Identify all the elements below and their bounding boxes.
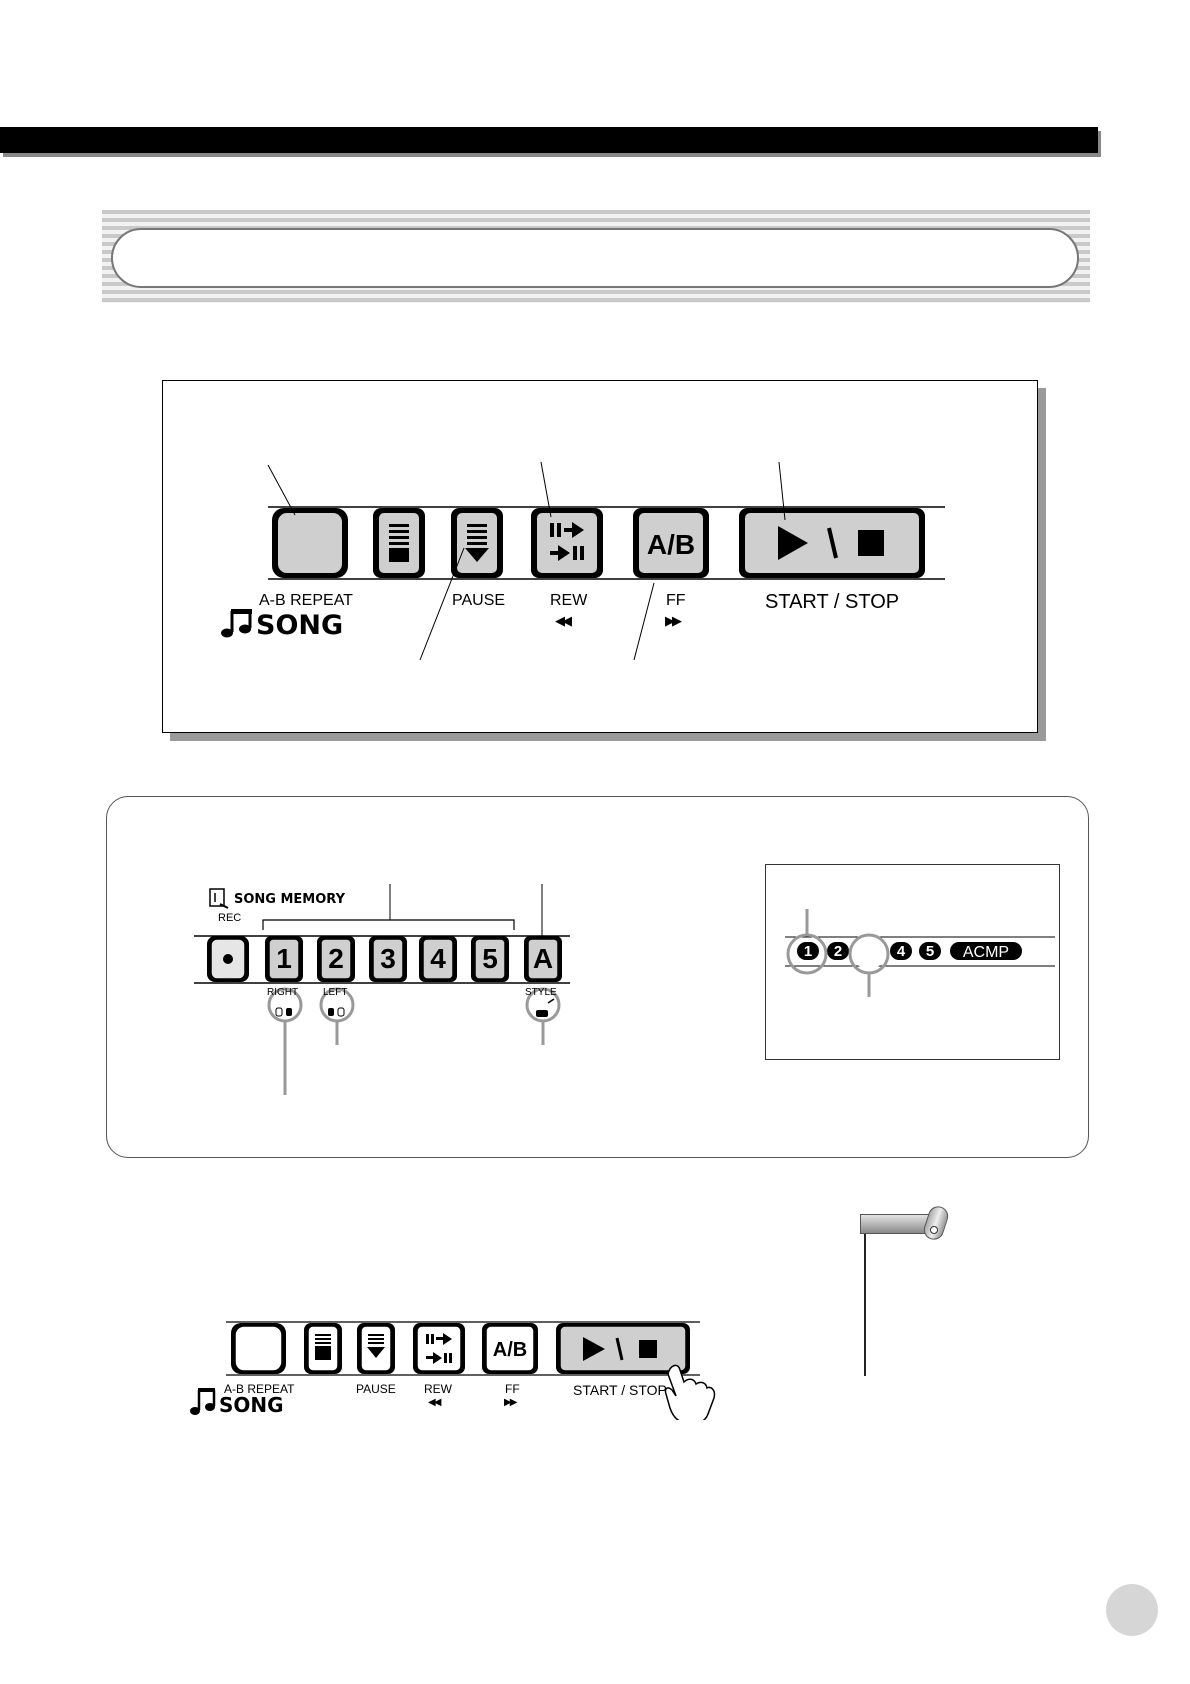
track-3-button-label: 3 <box>380 943 396 974</box>
pause-down-icon <box>367 1334 385 1358</box>
track-1-button[interactable]: 1 <box>265 936 303 982</box>
track-1-button-label: 1 <box>276 943 292 974</box>
skip-icon <box>550 522 584 561</box>
track-2-button[interactable]: 2 <box>317 936 355 982</box>
style-label: STYLE <box>525 987 557 998</box>
svg-text:ACMP: ACMP <box>963 944 1009 961</box>
rec-label: REC <box>218 912 242 924</box>
small-ff-symbol-icon: ▶▶ <box>504 1397 517 1408</box>
lcd-display-inset <box>765 864 1060 1060</box>
svg-text:5: 5 <box>926 943 934 960</box>
small-ab-button[interactable]: A/B <box>482 1323 538 1374</box>
pause-label: PAUSE <box>452 592 506 609</box>
song-memory-diagram: 1 2 3 4 5 A <box>194 884 570 1095</box>
small-ff-label: FF <box>505 1382 520 1396</box>
song-memory-title: SONG MEMORY <box>234 892 346 907</box>
small-start-stop-button[interactable] <box>556 1323 690 1374</box>
track-a-button[interactable]: A <box>524 936 562 982</box>
small-ab-repeat-button[interactable] <box>231 1323 286 1374</box>
slash-icon <box>827 527 838 559</box>
small-song-panel-diagram: A/B <box>190 1321 716 1420</box>
svg-text:2: 2 <box>834 943 842 960</box>
ab-repeat-button[interactable] <box>272 508 348 578</box>
start-stop-button[interactable] <box>739 508 925 578</box>
ab-repeat-label: A-B REPEAT <box>259 592 353 609</box>
song-select-button[interactable] <box>373 508 425 578</box>
record-dot-icon <box>223 954 233 964</box>
song-memory-icon <box>209 888 229 909</box>
pause-down-icon <box>465 524 489 562</box>
track-indicator-4: 4 <box>890 942 912 960</box>
music-note-icon <box>221 609 252 638</box>
right-hand-icon <box>275 1007 292 1017</box>
rew-label: REW <box>550 592 588 609</box>
small-rew-label: REW <box>424 1382 452 1396</box>
small-pause-button[interactable] <box>357 1323 395 1374</box>
skip-icon <box>426 1333 452 1364</box>
small-rew-symbol-icon: ◀◀ <box>428 1397 441 1408</box>
stack-icon <box>315 1334 331 1360</box>
svg-text:1: 1 <box>804 943 812 960</box>
track-indicator-1: 1 <box>797 942 819 960</box>
track-indicator-2: 2 <box>827 942 849 960</box>
small-song-label: SONG <box>219 1393 284 1417</box>
page-number-marker <box>1106 1584 1158 1636</box>
tip-dot <box>930 1226 938 1234</box>
small-ab-button-label: A/B <box>493 1339 527 1361</box>
ff-symbol-icon: ▶▶ <box>665 613 682 628</box>
small-start-stop-label: START / STOP <box>573 1382 667 1398</box>
track-2-button-label: 2 <box>328 943 344 974</box>
track-5-button-label: 5 <box>482 943 498 974</box>
rew-ff-button[interactable] <box>531 508 603 578</box>
play-icon <box>778 526 808 560</box>
svg-text:4: 4 <box>897 943 906 960</box>
ab-button[interactable]: A/B <box>633 508 709 578</box>
track-a-button-label: A <box>533 943 553 974</box>
stop-icon <box>858 530 884 556</box>
small-song-select-button[interactable] <box>304 1323 342 1374</box>
stop-icon <box>639 1340 657 1358</box>
small-rew-ff-button[interactable] <box>413 1323 465 1374</box>
rew-symbol-icon: ◀◀ <box>555 613 572 628</box>
track-3-button[interactable]: 3 <box>369 936 407 982</box>
chapter-title-bar <box>0 127 1098 153</box>
music-note-icon <box>190 1388 216 1415</box>
song-panel-diagram: A/B <box>221 461 945 661</box>
slash-icon <box>615 1337 624 1361</box>
pause-button[interactable] <box>451 508 503 578</box>
right-label: RIGHT <box>267 987 299 998</box>
left-hand-icon <box>328 1007 345 1017</box>
song-label: SONG <box>256 610 344 641</box>
ab-button-label: A/B <box>647 529 695 560</box>
ff-label: FF <box>666 592 686 609</box>
start-stop-label: START / STOP <box>765 591 900 613</box>
track-4-button[interactable]: 4 <box>419 936 457 982</box>
left-label: LEFT <box>323 987 348 998</box>
stack-icon <box>389 524 409 562</box>
track-5-button[interactable]: 5 <box>471 936 509 982</box>
tip-rule <box>864 1234 866 1376</box>
acmp-indicator: ACMP <box>950 942 1022 961</box>
play-icon <box>583 1337 605 1361</box>
style-drum-icon <box>536 998 555 1017</box>
track-indicator-5: 5 <box>919 942 941 960</box>
pressing-hand-icon <box>664 1364 716 1420</box>
small-ab-repeat-label: A-B REPEAT <box>224 1382 295 1396</box>
rec-button[interactable] <box>207 936 249 982</box>
lcd-display-diagram: 1 2 4 5 ACMP <box>785 909 1055 997</box>
small-pause-label: PAUSE <box>356 1382 396 1396</box>
track-4-button-label: 4 <box>430 943 446 974</box>
section-heading-pill <box>111 228 1079 288</box>
